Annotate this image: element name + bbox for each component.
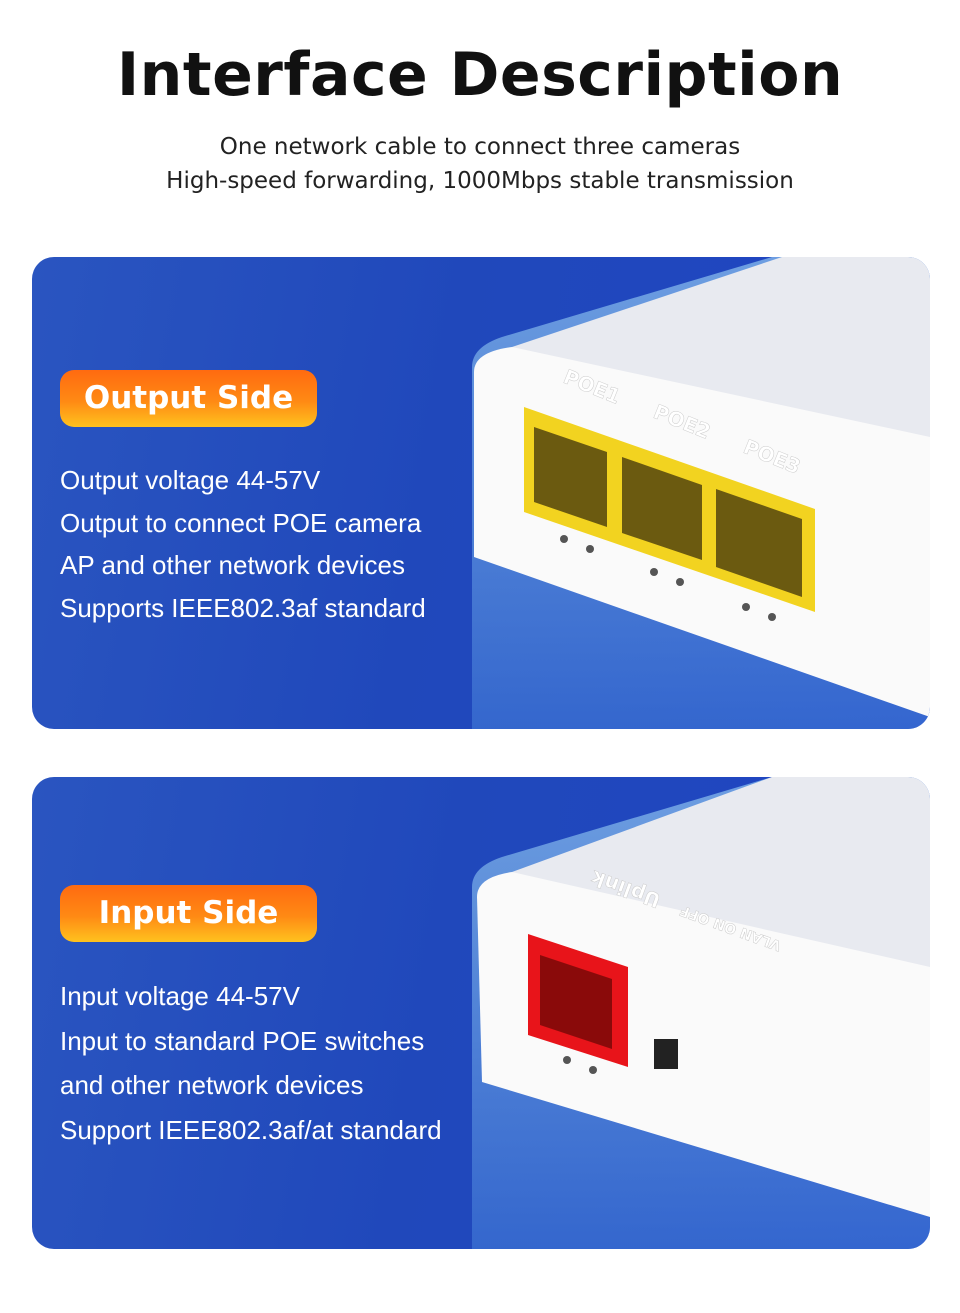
subtitle-line-1: One network cable to connect three camer…	[219, 134, 741, 160]
spec-line: Support IEEE802.3af/at standard	[60, 1114, 442, 1145]
subtitle-line-2: High-speed forwarding, 1000Mbps stable t…	[166, 168, 794, 194]
vlan-toggle-switch	[654, 1039, 678, 1069]
spec-line: Input voltage 44-57V	[60, 981, 300, 1011]
input-spec-list: Input voltage 44-57V Input to standard P…	[60, 974, 442, 1152]
output-side-badge: Output Side	[60, 370, 317, 427]
poe-switch-output-image: POE1 POE2 POE3	[472, 257, 930, 729]
output-spec-list: Output voltage 44-57V Output to connect …	[60, 459, 426, 629]
spec-line: Input to standard POE switches	[60, 1025, 425, 1056]
input-side-panel: Input Side Input voltage 44-57V Input to…	[32, 777, 930, 1249]
page-title: Interface Description	[116, 40, 844, 110]
spec-line: Supports IEEE802.3af standard	[60, 592, 426, 623]
spec-line: AP and other network devices	[60, 550, 405, 580]
spec-line: Output voltage 44-57V	[60, 465, 321, 495]
spec-line: and other network devices	[60, 1070, 364, 1100]
poe-switch-input-image: Uplink VLAN ON OFF	[472, 777, 930, 1249]
output-side-panel: Output Side Output voltage 44-57V Output…	[32, 257, 930, 729]
spec-line: Output to connect POE camera	[60, 507, 422, 538]
input-side-badge: Input Side	[60, 885, 317, 942]
